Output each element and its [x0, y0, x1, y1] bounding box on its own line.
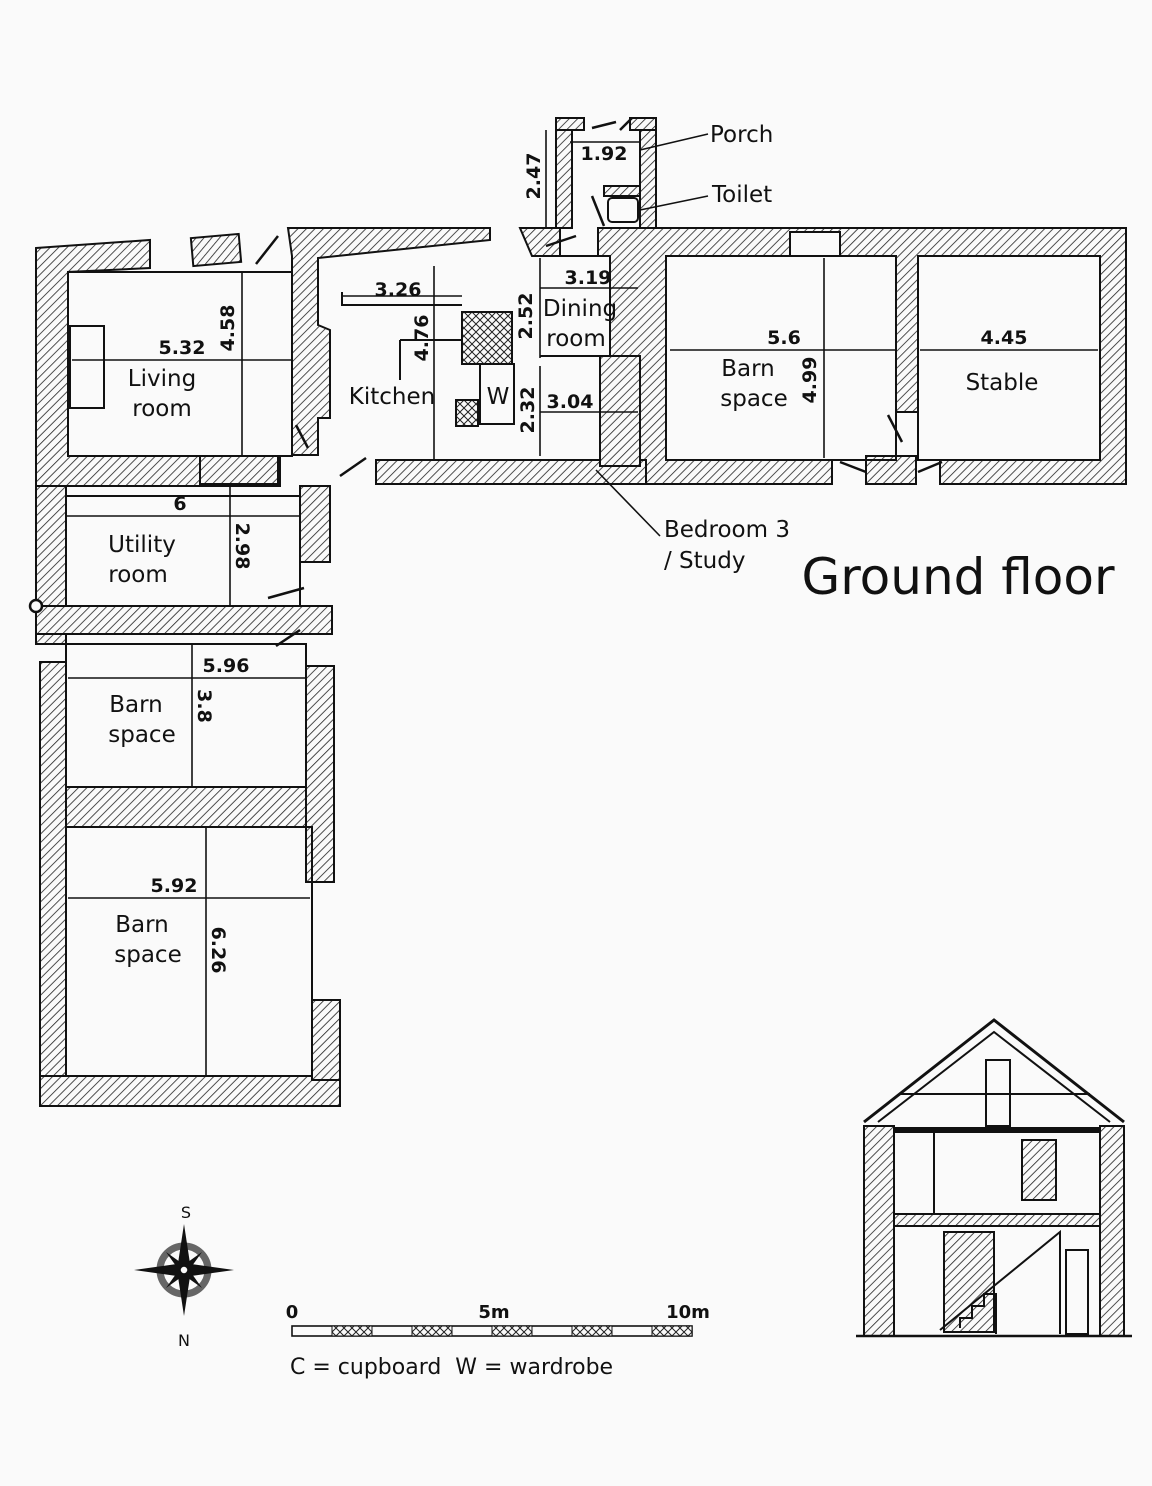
living-room-walls [35, 238, 281, 487]
dining-room-label-1: Dining [543, 296, 617, 322]
living-room-label-2: room [132, 396, 192, 422]
south-barn-label-1: Barn [115, 912, 169, 938]
scale-mid-label: 5m [478, 1302, 509, 1323]
mid-barn-width-dim: 5.96 [203, 655, 250, 677]
scale-end-label: 10m [666, 1302, 710, 1323]
section-drawing [856, 1018, 1132, 1338]
compass-bottom-label: N [178, 1331, 190, 1350]
dining-depth-dim: 2.52 [515, 293, 537, 340]
mid-barn-depth-dim: 3.8 [193, 689, 215, 723]
utility-room-label-2: room [108, 562, 168, 588]
east-barn-depth-dim: 4.99 [799, 357, 821, 404]
porch-width-dim: 1.92 [581, 143, 628, 165]
living-depth-dim: 4.58 [217, 305, 239, 352]
utility-depth-dim: 2.98 [231, 523, 253, 570]
dimension-labels: 1.92 2.47 5.32 4.58 3.26 4.76 3.19 2.52 … [151, 143, 1028, 973]
porch-depth-dim: 2.47 [523, 153, 545, 200]
legend-key: C = cupboard W = wardrobe [290, 1355, 613, 1380]
bedroom-width-dim: 3.04 [547, 391, 594, 413]
utility-room-label-1: Utility [108, 532, 176, 558]
porch-label: Porch [710, 122, 773, 148]
dining-width-dim: 3.19 [565, 267, 612, 289]
dining-room-label-2: room [546, 326, 606, 352]
bedroom-3-label-2: / Study [664, 548, 745, 574]
room-outlines [65, 197, 1101, 1077]
bedroom-3-label-1: Bedroom 3 [664, 517, 790, 543]
mid-barn-label-1: Barn [109, 692, 163, 718]
room-labels: Living room Kitchen Dining room Barn spa… [108, 296, 1038, 968]
east-barn-width-dim: 5.6 [767, 327, 801, 349]
callouts: Porch Toilet Bedroom 3 / Study [595, 122, 790, 574]
bedroom-depth-dim: 2.32 [517, 387, 539, 434]
kitchen-depth-dim: 4.76 [411, 315, 433, 362]
kitchen-width-dim: 3.26 [375, 279, 422, 301]
mid-barn-label-2: space [108, 722, 175, 748]
south-barn-width-dim: 5.92 [151, 875, 198, 897]
stable-width-dim: 4.45 [981, 327, 1028, 349]
toilet-label: Toilet [711, 182, 772, 208]
compass-top-label: S [181, 1203, 191, 1222]
living-width-dim: 5.32 [159, 337, 206, 359]
living-room-label-1: Living [128, 366, 196, 392]
east-barn-label-1: Barn [721, 356, 775, 382]
utility-width-dim: 6 [173, 493, 186, 515]
dimension-lines [66, 130, 1098, 1076]
scale-bar [291, 1325, 693, 1337]
east-barn-label-2: space [720, 386, 787, 412]
page-title: Ground floor [801, 548, 1114, 606]
scale-start-label: 0 [286, 1302, 299, 1323]
walls [35, 117, 1127, 1107]
stable-label: Stable [966, 370, 1039, 396]
doors [28, 117, 943, 648]
kitchen-label: Kitchen [349, 384, 435, 410]
south-barn-depth-dim: 6.26 [207, 927, 229, 974]
compass-rose-icon [134, 1224, 234, 1316]
wardrobe-label: W [487, 384, 510, 410]
east-range-walls [518, 227, 561, 257]
south-barn-label-2: space [114, 942, 181, 968]
